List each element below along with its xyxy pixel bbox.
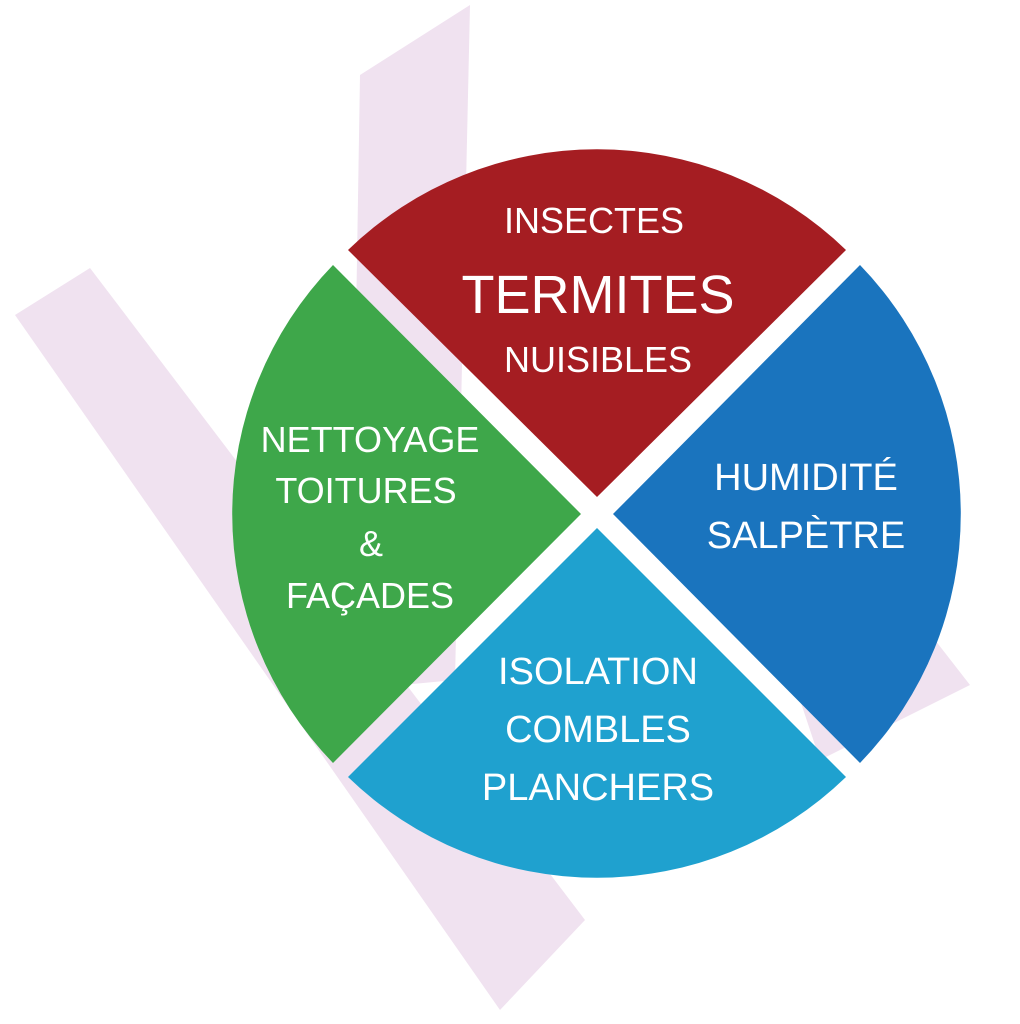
top-label-line2: TERMITES — [461, 265, 734, 325]
right-label-line1: HUMIDITÉ — [714, 456, 898, 499]
segment-right — [613, 265, 961, 763]
top-label-line3: NUISIBLES — [504, 339, 692, 380]
left-label-line4: FAÇADES — [286, 575, 454, 616]
left-label-line1: NETTOYAGE — [261, 419, 480, 460]
bottom-label-line3: PLANCHERS — [482, 767, 714, 809]
segment-top — [348, 149, 846, 497]
left-label-line2: TOITURES — [275, 470, 456, 511]
right-label-line2: SALPÈTRE — [707, 514, 906, 557]
top-label-line1: INSECTES — [504, 200, 684, 241]
bottom-label-line2: COMBLES — [505, 709, 691, 751]
segment-bottom — [348, 528, 846, 878]
left-label-line3: & — [359, 523, 383, 564]
bottom-label-line1: ISOLATION — [498, 651, 698, 693]
segment-left — [232, 265, 581, 763]
